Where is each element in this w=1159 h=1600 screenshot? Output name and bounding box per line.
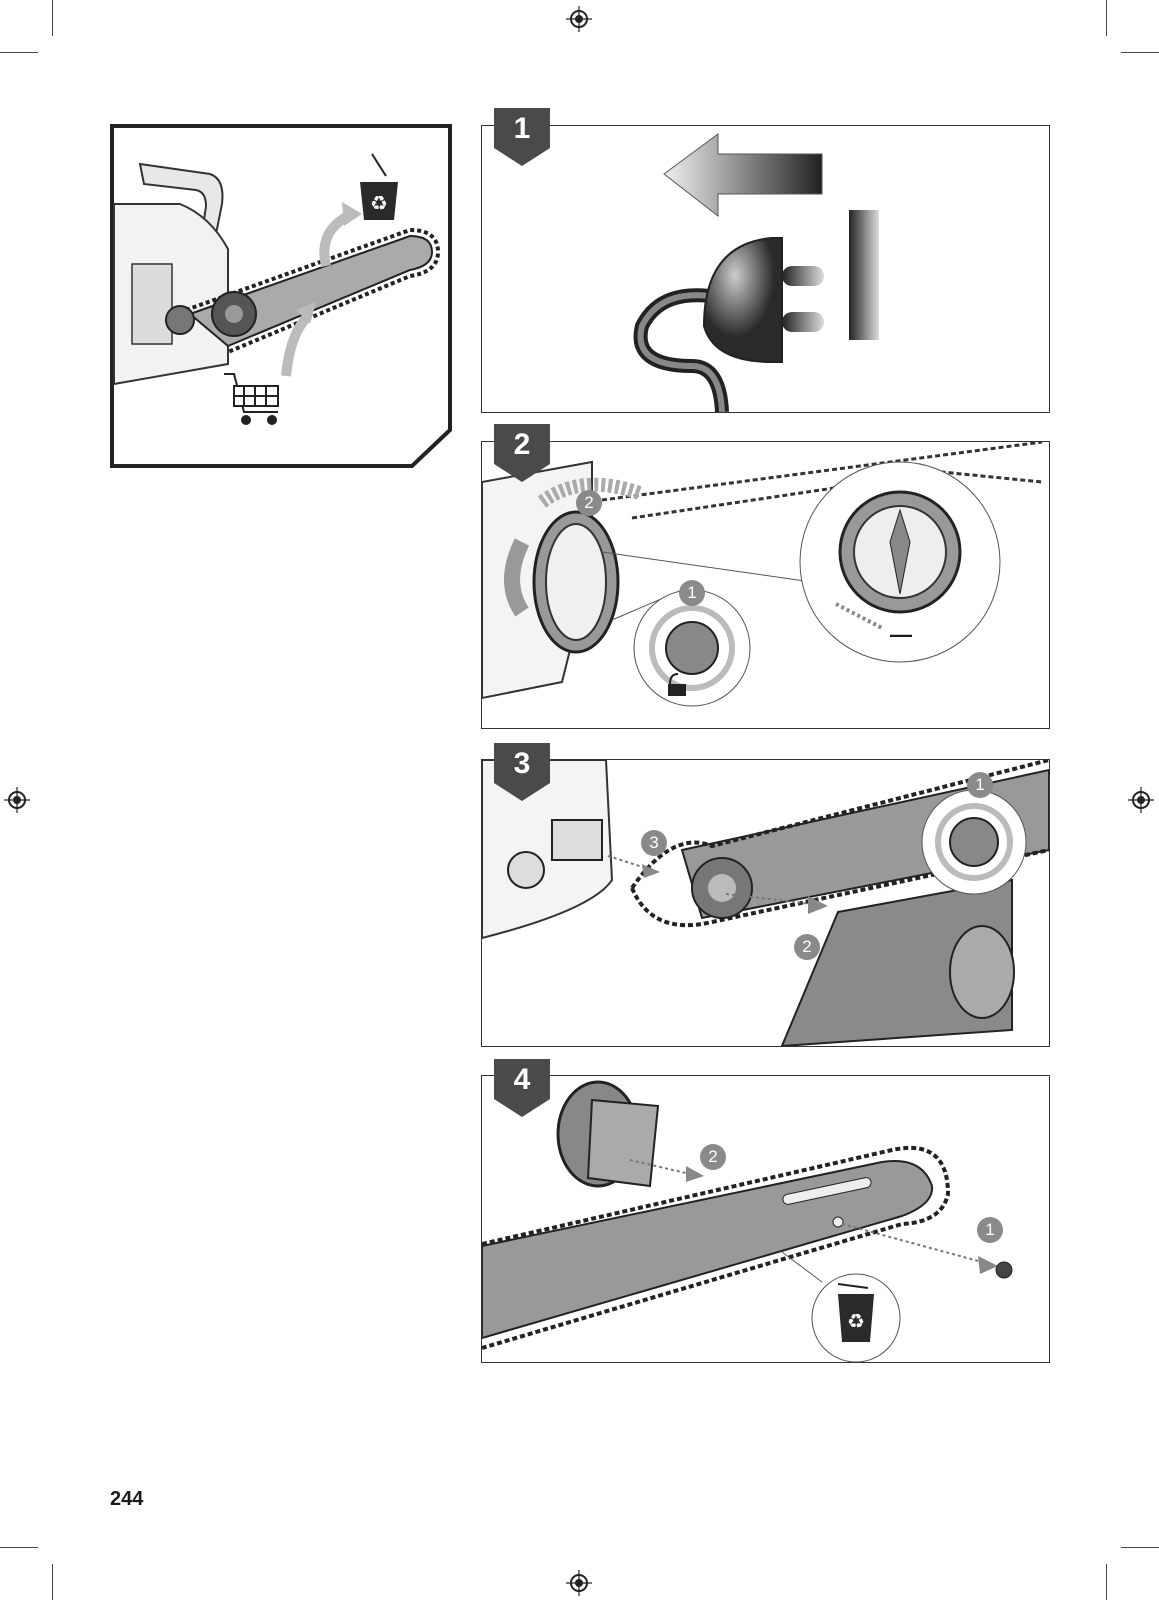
- callout: 1: [679, 580, 705, 606]
- callout: 1: [967, 772, 993, 798]
- crop-mark: [52, 0, 53, 36]
- callout: 2: [576, 490, 602, 516]
- step-2-panel: —: [481, 441, 1050, 729]
- crop-mark: [1121, 1547, 1159, 1548]
- crop-mark: [1106, 0, 1107, 36]
- unplug-icon: [482, 126, 1049, 412]
- registration-mark-icon: [4, 787, 30, 813]
- step-number: 2: [494, 428, 550, 462]
- step-4-panel: ♻: [481, 1075, 1050, 1363]
- registration-mark-icon: [566, 1570, 592, 1596]
- registration-mark-icon: [1128, 787, 1154, 813]
- step-3-panel: [481, 759, 1050, 1047]
- crop-mark: [52, 1564, 53, 1600]
- svg-text:♻: ♻: [370, 191, 388, 215]
- overview-illustration: ♻: [110, 124, 452, 468]
- remove-bar-icon: ♻: [482, 1076, 1049, 1362]
- step-1-badge: 1: [494, 108, 550, 168]
- callout: 1: [977, 1217, 1003, 1243]
- step-1-panel: [481, 125, 1050, 413]
- callout: 3: [641, 830, 667, 856]
- crop-mark: [1121, 52, 1159, 53]
- page-number: 244: [110, 1488, 143, 1511]
- step-number: 4: [494, 1063, 550, 1097]
- loosen-knob-icon: [482, 442, 1049, 728]
- step-4-badge: 4: [494, 1059, 550, 1119]
- callout: 2: [794, 934, 820, 960]
- step-3-badge: 3: [494, 743, 550, 803]
- step-2-badge: 2: [494, 424, 550, 484]
- crop-mark: [0, 1547, 38, 1548]
- step-number: 1: [494, 112, 550, 146]
- svg-text:♻: ♻: [847, 1309, 865, 1333]
- remove-cover-icon: [482, 760, 1049, 1046]
- registration-mark-icon: [566, 6, 592, 32]
- callout: 2: [700, 1144, 726, 1170]
- crop-mark: [0, 52, 38, 53]
- step-number: 3: [494, 747, 550, 781]
- minus-label: —: [890, 622, 912, 648]
- crop-mark: [1106, 1564, 1107, 1600]
